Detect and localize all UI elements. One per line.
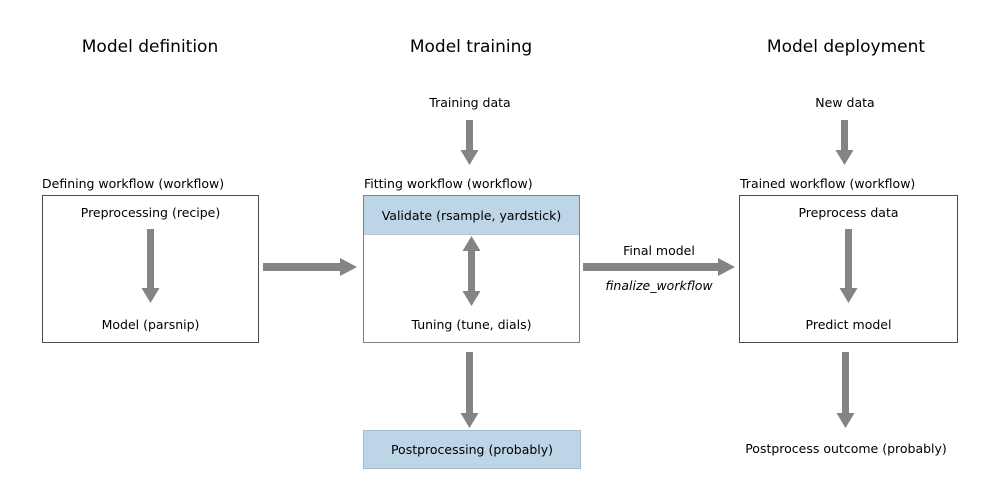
- arrow-right-icon: [583, 258, 735, 276]
- arrow-up-down-icon: [462, 236, 481, 306]
- new-data-label: New data: [815, 95, 875, 110]
- validate-highlight-section: Validate (rsample, yardstick): [364, 196, 579, 235]
- model-parsnip-label: Model (parsnip): [101, 317, 200, 332]
- column-title-model-training: Model training: [409, 37, 533, 57]
- arrow-down-icon: [836, 352, 855, 428]
- tuning-label: Tuning (tune, dials): [411, 317, 532, 332]
- defining-workflow-label: Defining workflow (workflow): [42, 176, 225, 191]
- arrow-down-icon: [835, 120, 854, 165]
- predict-model-label: Predict model: [805, 317, 892, 332]
- arrow-down-icon: [141, 229, 160, 303]
- postprocessing-label: Postprocessing (probably): [390, 442, 554, 457]
- column-title-model-definition: Model definition: [81, 37, 219, 57]
- arrow-down-icon: [460, 120, 479, 165]
- fitting-workflow-label: Fitting workflow (workflow): [364, 176, 533, 191]
- arrow-down-icon: [460, 352, 479, 428]
- defining-workflow-box: Preprocessing (recipe) Model (parsnip): [42, 195, 259, 343]
- arrow-down-icon: [839, 229, 858, 303]
- preprocess-data-label: Preprocess data: [798, 205, 899, 220]
- trained-workflow-label: Trained workflow (workflow): [740, 176, 916, 191]
- trained-workflow-box: Preprocess data Predict model: [739, 195, 958, 343]
- preprocessing-recipe-label: Preprocessing (recipe): [80, 205, 221, 220]
- arrow-right-icon: [263, 258, 357, 276]
- fitting-workflow-box: Validate (rsample, yardstick) Tuning (tu…: [363, 195, 580, 343]
- final-model-label: Final model: [623, 243, 695, 258]
- postprocessing-box: Postprocessing (probably): [363, 430, 581, 469]
- finalize-workflow-label: finalize_workflow: [605, 278, 713, 293]
- column-title-model-deployment: Model deployment: [766, 37, 926, 57]
- validate-label: Validate (rsample, yardstick): [381, 207, 562, 223]
- postprocess-outcome-label: Postprocess outcome (probably): [745, 441, 947, 456]
- training-data-label: Training data: [429, 95, 511, 110]
